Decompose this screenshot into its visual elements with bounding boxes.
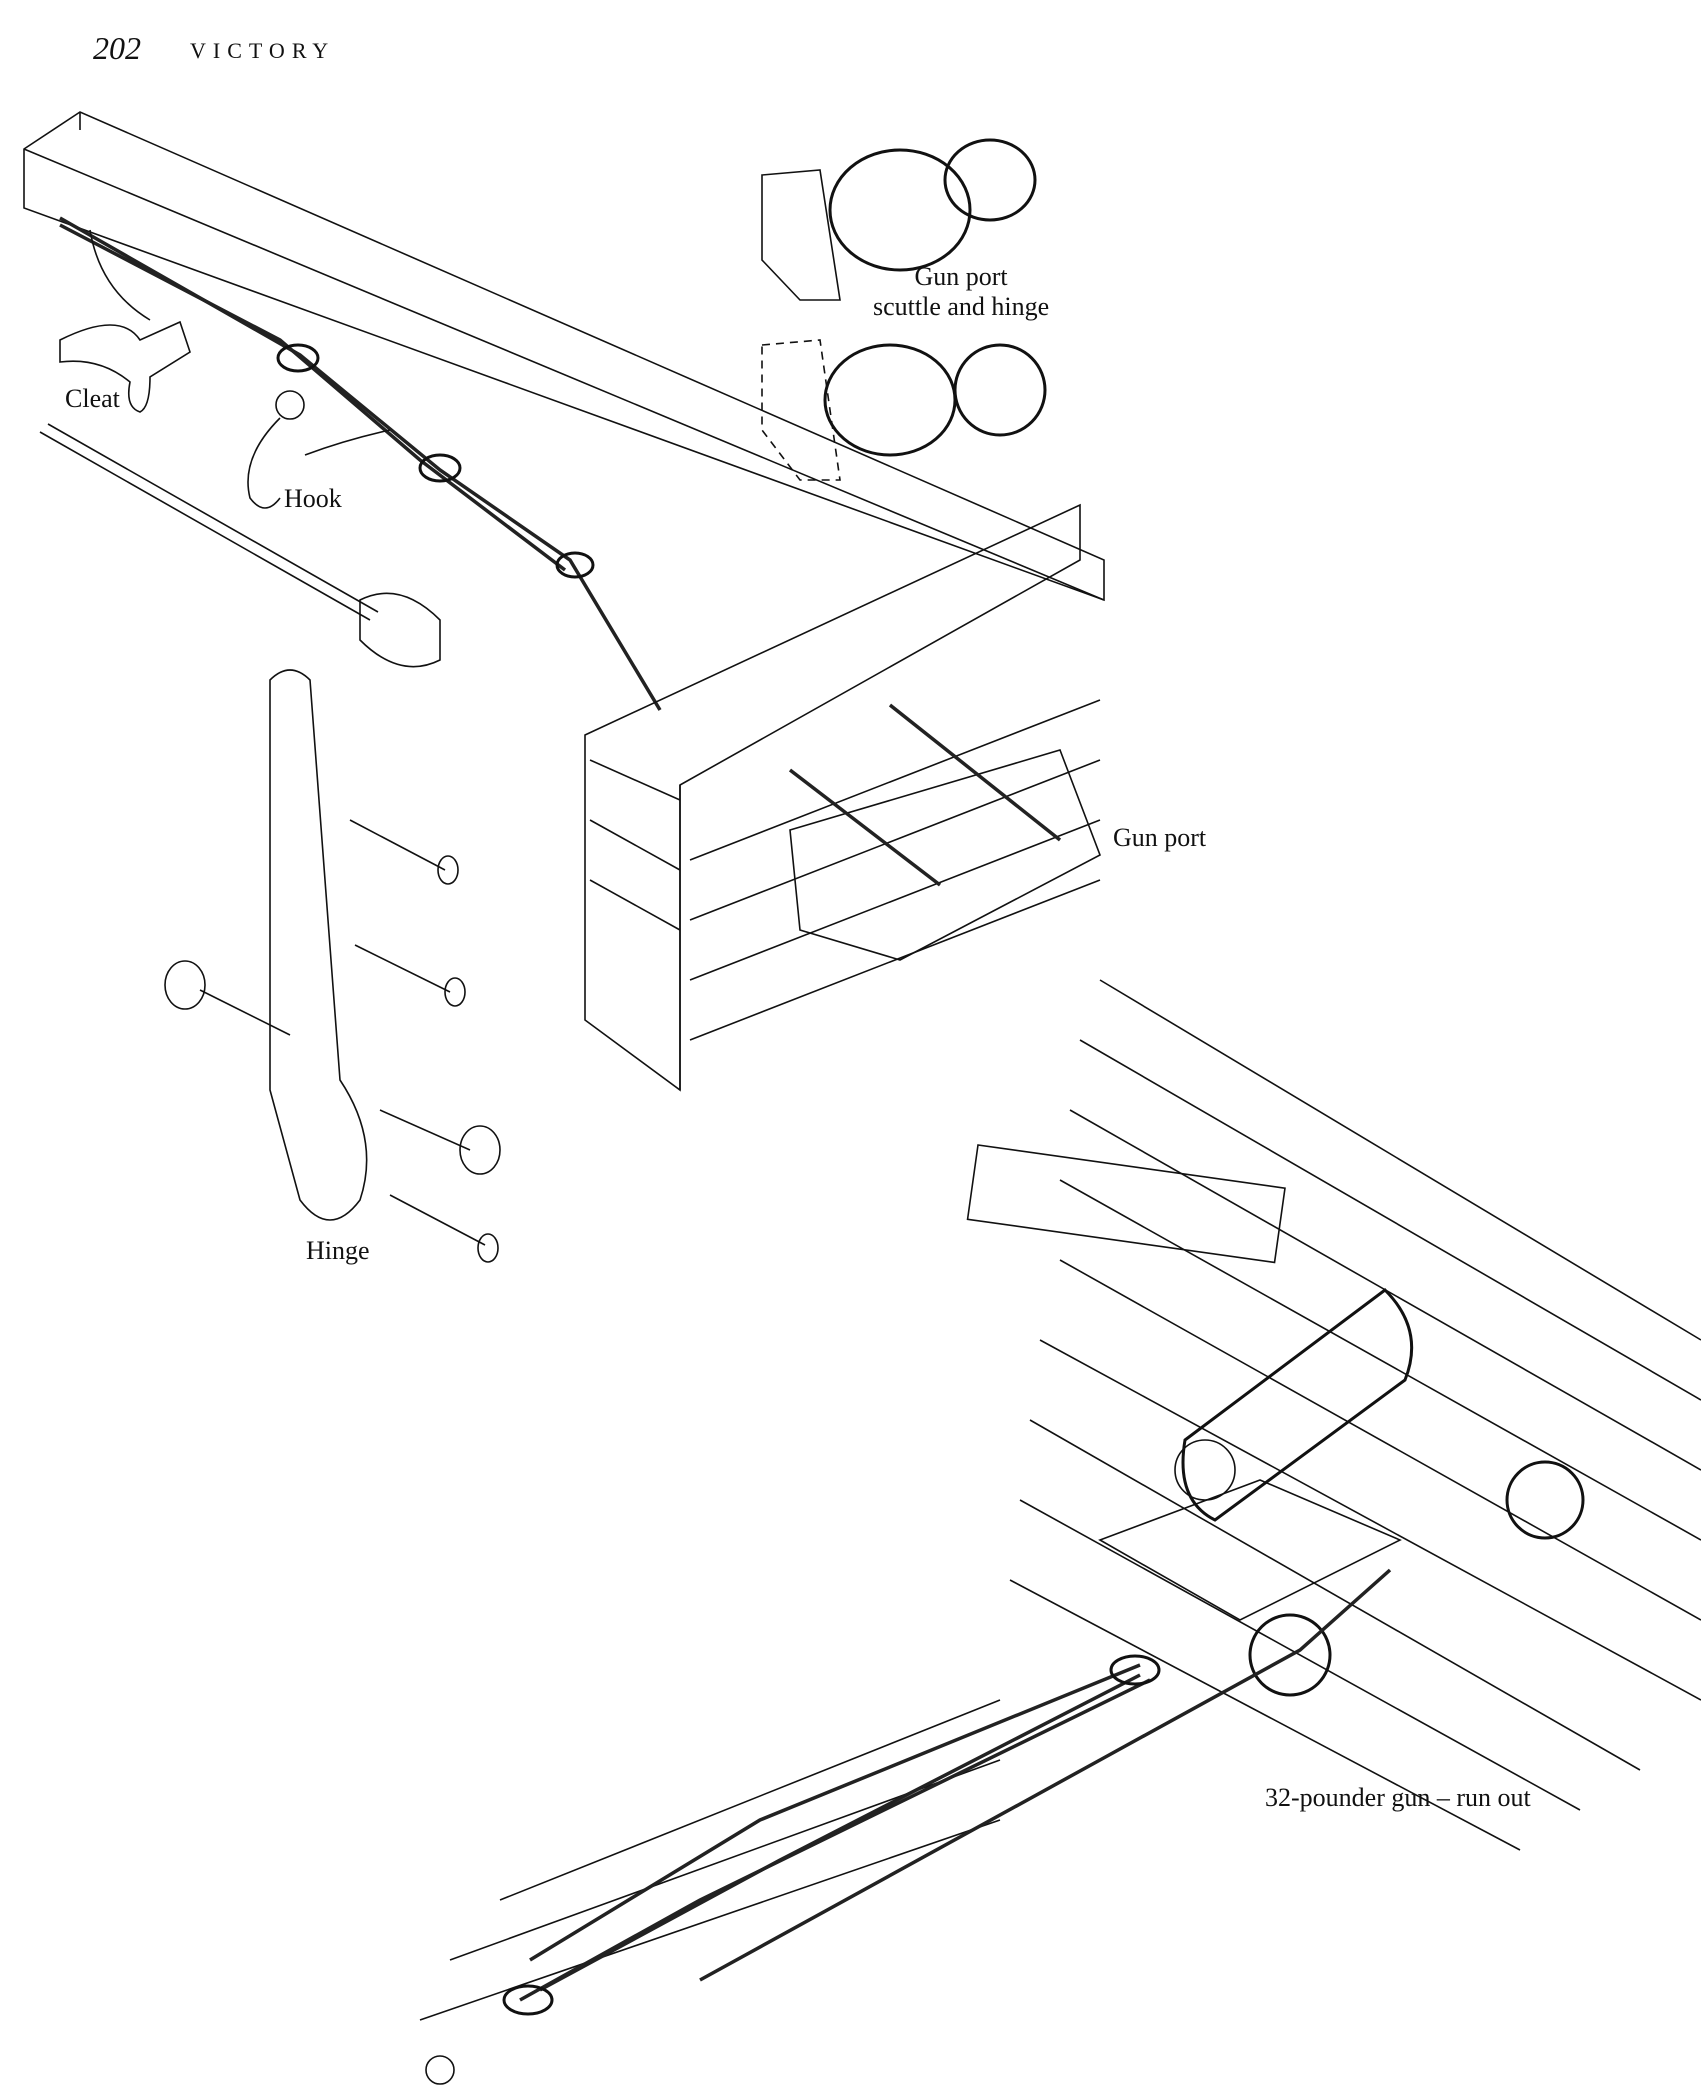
cannon (966, 1144, 1585, 1697)
label-hinge: Hinge (306, 1236, 370, 1265)
label-cleat: Cleat (65, 384, 120, 413)
beam (23, 111, 1105, 602)
cleat-icon (59, 229, 191, 413)
deck-planks (419, 979, 1701, 2021)
tackle-ropes (425, 1568, 1392, 2085)
label-gun-port: Gun port (1113, 823, 1207, 852)
running-title: VICTORY (190, 38, 336, 63)
label-hook: Hook (284, 484, 342, 513)
bolts (164, 819, 501, 1263)
scuttle-drawing (761, 138, 1047, 481)
hook-icon (247, 390, 391, 509)
port-lanyard (59, 216, 662, 711)
ship-side (584, 503, 1102, 1092)
label-scuttle-line1: Gun port (914, 262, 1008, 291)
label-scuttle-line2: scuttle and hinge (873, 292, 1050, 321)
page-number: 202 (93, 30, 141, 66)
label-gun: 32-pounder gun – run out (1265, 1783, 1531, 1812)
hinge-assembly (39, 423, 501, 1263)
label-scuttle: Gun port scuttle and hinge (873, 262, 1049, 322)
